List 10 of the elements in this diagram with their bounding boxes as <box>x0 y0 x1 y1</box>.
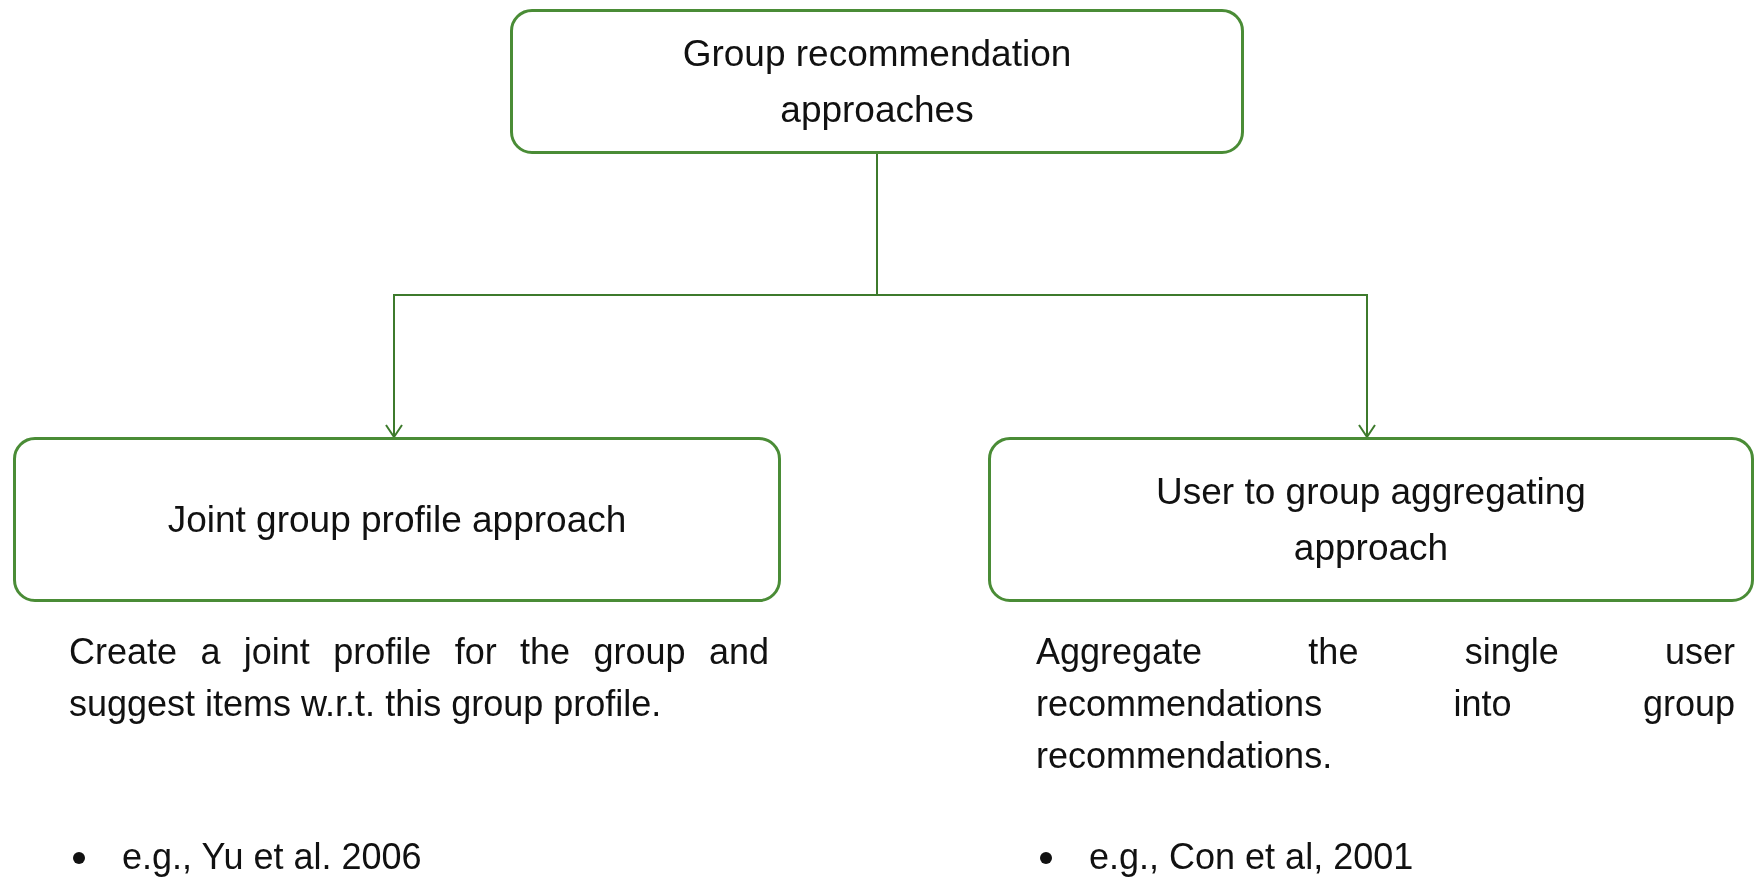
box-title: Group recommendation approaches <box>681 31 1073 132</box>
description-text: Aggregate the single user recommendations into group recommendations. <box>1036 630 1735 778</box>
rounded-box <box>510 9 1244 154</box>
box-title: Joint group profile approach <box>167 497 627 542</box>
rounded-box <box>988 437 1754 602</box>
reference-text: e.g., Yu et al. 2006 <box>122 835 422 878</box>
box-title: User to group aggregating approach <box>1155 469 1587 570</box>
reference-text: e.g., Con et al, 2001 <box>1089 835 1414 878</box>
description-text: Create a joint profile for the group and suggest items w.r.t. this group profile. <box>69 630 769 726</box>
rounded-box <box>13 437 781 602</box>
